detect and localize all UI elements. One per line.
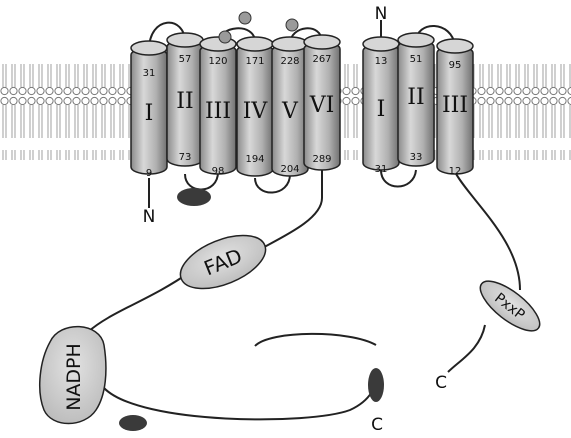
helix-left-3-top-residue: 120 [208,56,227,67]
nadph-domain: NADPH [40,327,106,424]
left-n-terminus: N [143,207,156,227]
helix-left-4: IV 171 194 [237,37,273,176]
helix-left-4-bottom-residue: 194 [245,154,264,165]
heme-group [177,188,211,206]
helix-right-2: II 51 33 [398,33,434,166]
helix-left-2-label: II [176,89,193,114]
helix-left-6-bottom-residue: 289 [312,154,331,165]
modification-dot [286,19,298,31]
helix-left-6-label: VI [309,93,335,118]
helix-right-3-top-residue: 95 [449,60,462,71]
helix-left-5-top-residue: 228 [280,56,299,67]
helix-right-1: I 13 31 [363,37,399,175]
helix-left-6-top-residue: 267 [312,54,331,65]
helix-left-1-label: I [145,101,154,126]
helix-right-2-bottom-residue: 33 [410,152,423,163]
helix-left-2: II 57 73 [167,33,203,166]
helix-left-1-bottom-residue: 9 [146,168,152,179]
helix-right-2-top-residue: 51 [410,54,423,65]
helix-right-3: III 95 12 [437,39,473,177]
helix-left-2-bottom-residue: 73 [179,152,192,163]
heme-group [368,368,384,402]
helix-right-3-label: III [442,93,468,118]
helix-right-1-bottom-residue: 31 [375,164,388,175]
modification-dot [219,31,231,43]
helix-right-1-label: I [377,97,386,122]
left-c-terminus: C [371,415,383,435]
right-c-terminus: C [435,373,447,393]
helix-left-5-bottom-residue: 204 [280,164,299,175]
left-helices: I 31 9 II 57 73 III 120 98 IV 171 194 [131,33,340,179]
modification-dot [239,12,251,24]
helix-left-1-top-residue: 31 [143,68,156,79]
helix-right-2-label: II [407,85,424,110]
helix-left-3: III 120 98 [200,37,236,177]
right-n-terminus: N [375,4,388,24]
right-helices: I 13 31 II 51 33 III 95 12 [363,33,473,177]
helix-left-4-top-residue: 171 [245,56,264,67]
helix-left-3-label: III [205,99,231,124]
helix-left-1: I 31 9 [131,41,167,179]
fad-domain: FAD [173,225,273,300]
helix-right-3-bottom-residue: 12 [449,166,462,177]
helix-left-3-bottom-residue: 98 [212,166,225,177]
helix-left-2-top-residue: 57 [179,54,192,65]
helix-left-5-label: V [281,99,299,124]
helix-left-4-label: IV [243,99,269,124]
helix-right-1-top-residue: 13 [375,56,388,67]
heme-group [119,415,147,431]
helix-left-6: VI 267 289 [304,35,340,170]
helix-left-5: V 228 204 [272,37,308,176]
nadph-label: NADPH [63,343,85,411]
